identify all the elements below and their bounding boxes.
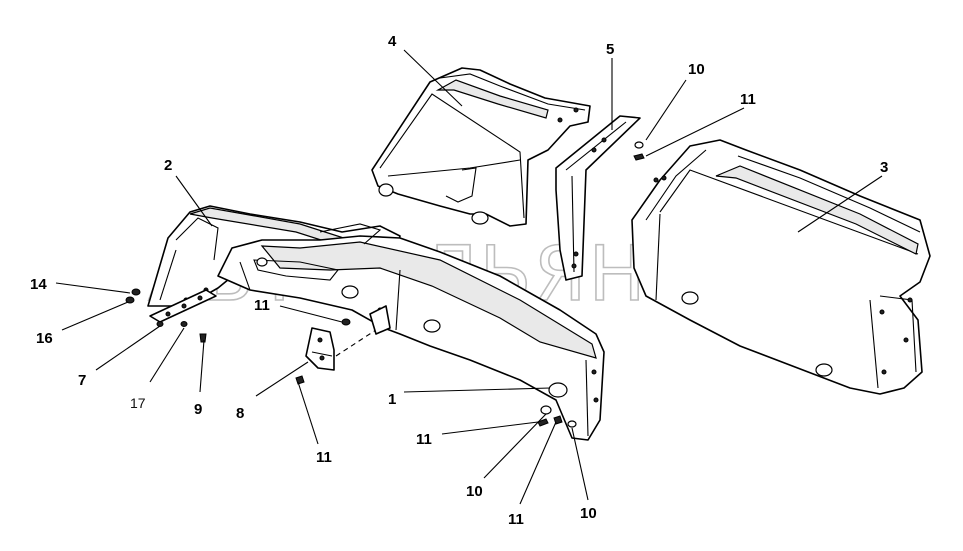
callout-11-bottom-mid: 11: [508, 511, 524, 528]
callout-10-bottom-left: 10: [466, 483, 483, 500]
part-8-clip: [305, 327, 335, 371]
fasteners-top: [633, 141, 645, 161]
callout-2: 2: [164, 157, 172, 174]
small-plate-mid: [369, 305, 391, 335]
callout-14: 14: [30, 276, 47, 293]
callout-11-top: 11: [740, 91, 756, 108]
callout-16: 16: [36, 330, 53, 347]
bracket-plate-left: [149, 289, 217, 323]
callout-1: 1: [388, 391, 396, 408]
part-5-bracket: [555, 115, 641, 281]
callout-17: 17: [130, 395, 146, 411]
callout-5: 5: [606, 41, 614, 58]
callout-7: 7: [78, 372, 86, 389]
callout-4: 4: [388, 33, 397, 50]
part-3-right-cover: [631, 139, 931, 395]
callout-9: 9: [194, 401, 202, 418]
leader-lines: [55, 49, 883, 505]
callout-11-bottom-left: 11: [416, 431, 432, 448]
part-1-lower-cover: [217, 223, 605, 441]
fasteners: [125, 288, 577, 428]
callout-3: 3: [880, 159, 888, 176]
callout-11-mid: 11: [254, 297, 270, 314]
callout-11-bottom-center: 11: [316, 449, 332, 466]
callout-10-top: 10: [688, 61, 705, 78]
part-4-upper-cover: [371, 67, 591, 227]
callout-8: 8: [236, 405, 244, 422]
callout-10-bottom-right: 10: [580, 505, 597, 522]
